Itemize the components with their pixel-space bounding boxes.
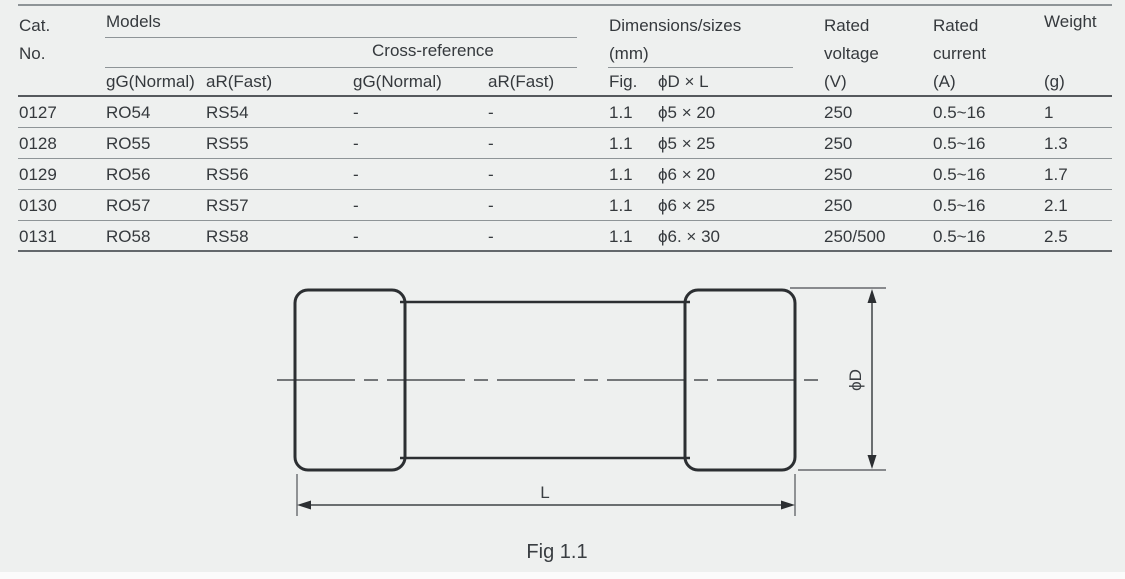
cell-crossref-ar: -: [487, 220, 608, 252]
cell-cat-no: 0127: [18, 96, 105, 128]
cell-weight: 1.7: [1043, 158, 1113, 190]
cell-fig: 1.1: [608, 220, 657, 252]
cell-model-gg: RO57: [105, 189, 205, 221]
diameter-arrow-down-icon: [867, 455, 877, 469]
cell-model-gg: RO56: [105, 158, 205, 190]
cell-weight: 2.5: [1043, 220, 1113, 252]
cell-cat-no: 0129: [18, 158, 105, 190]
table-row: 0131 RO58 RS58 - - 1.1 ϕ6. × 30 250/500 …: [18, 220, 1113, 252]
cell-model-ar: RS57: [205, 189, 352, 221]
table-row: 0127 RO54 RS54 - - 1.1 ϕ5 × 20 250 0.5~1…: [18, 96, 1113, 128]
table-row: 0128 RO55 RS55 - - 1.1 ϕ5 × 25 250 0.5~1…: [18, 127, 1113, 159]
cell-model-ar: RS55: [205, 127, 352, 159]
left-end-cap: [293, 288, 407, 472]
subheader-gg-normal-model: gG(Normal): [105, 68, 205, 97]
cell-model-gg: RO55: [105, 127, 205, 159]
subheader-fig: Fig.: [608, 68, 657, 97]
cell-current: 0.5~16: [932, 220, 1044, 252]
cell-crossref-ar: -: [487, 158, 608, 190]
cell-model-ar: RS58: [205, 220, 352, 252]
header-group-cross-reference: Cross-reference: [352, 38, 608, 68]
header-group-dimensions: Dimensions/sizes(mm): [608, 5, 823, 68]
dimensions-group-underline: [608, 67, 794, 68]
length-arrow-right-icon: [781, 500, 795, 510]
cell-dims: ϕ5 × 25: [657, 127, 824, 159]
subheader-ar-fast-model: aR(Fast): [205, 68, 352, 97]
cell-crossref-gg: -: [352, 158, 487, 190]
cell-crossref-gg: -: [352, 96, 487, 128]
fuse-spec-table: Cat. No. Models Dimensions/sizes(mm) Rate…: [18, 4, 1113, 252]
cell-crossref-gg: -: [352, 189, 487, 221]
cell-current: 0.5~16: [932, 158, 1044, 190]
header-weight: Weight: [1044, 12, 1097, 31]
cell-voltage: 250: [823, 189, 933, 221]
cell-weight: 2.1: [1043, 189, 1113, 221]
cell-voltage: 250: [823, 96, 933, 128]
cell-crossref-ar: -: [487, 96, 608, 128]
figure-caption: Fig 1.1: [526, 541, 587, 563]
subheader-current-unit: (A): [932, 68, 1044, 97]
length-arrow-left-icon: [297, 500, 311, 510]
cell-weight: 1: [1043, 96, 1113, 128]
cell-fig: 1.1: [608, 189, 657, 221]
header-group-models: Models: [105, 5, 608, 38]
cell-current: 0.5~16: [932, 127, 1044, 159]
cell-model-gg: RO58: [105, 220, 205, 252]
cell-crossref-gg: -: [352, 127, 487, 159]
table-row: 0130 RO57 RS57 - - 1.1 ϕ6 × 25 250 0.5~1…: [18, 189, 1113, 221]
header-no: No.: [19, 44, 46, 63]
cell-cat-no: 0130: [18, 189, 105, 221]
cell-cat-no: 0128: [18, 127, 105, 159]
models-group-underline: [105, 36, 577, 38]
right-end-cap: [683, 288, 797, 472]
subheader-weight-unit: (g): [1043, 68, 1113, 97]
cell-dims: ϕ6 × 25: [657, 189, 824, 221]
diameter-arrow-up-icon: [867, 289, 877, 303]
subheader-d-x-l: ϕD × L: [657, 68, 824, 97]
cell-dims: ϕ5 × 20: [657, 96, 824, 128]
cell-fig: 1.1: [608, 96, 657, 128]
page-bottom-margin: [0, 572, 1125, 579]
subheader-gg-normal-crossref: gG(Normal): [352, 68, 487, 97]
cell-voltage: 250/500: [823, 220, 933, 252]
cell-voltage: 250: [823, 127, 933, 159]
cell-crossref-ar: -: [487, 189, 608, 221]
cross-reference-underline: [352, 67, 577, 68]
cell-weight: 1.3: [1043, 127, 1113, 159]
cell-cat-no: 0131: [18, 220, 105, 252]
cell-crossref-gg: -: [352, 220, 487, 252]
subheader-ar-fast-crossref: aR(Fast): [487, 68, 608, 97]
cell-current: 0.5~16: [932, 189, 1044, 221]
cell-dims: ϕ6 × 20: [657, 158, 824, 190]
cell-fig: 1.1: [608, 158, 657, 190]
cell-model-ar: RS54: [205, 96, 352, 128]
header-cat: Cat.: [19, 16, 51, 35]
table-row: 0129 RO56 RS56 - - 1.1 ϕ6 × 20 250 0.5~1…: [18, 158, 1113, 190]
cell-fig: 1.1: [608, 127, 657, 159]
subheader-voltage-unit: (V): [823, 68, 933, 97]
cell-crossref-ar: -: [487, 127, 608, 159]
cell-model-ar: RS56: [205, 158, 352, 190]
header-models-spacer: [105, 38, 352, 68]
cell-model-gg: RO54: [105, 96, 205, 128]
cell-dims: ϕ6. × 30: [657, 220, 824, 252]
cell-voltage: 250: [823, 158, 933, 190]
length-label: L: [540, 483, 549, 502]
diameter-label: ϕD: [846, 369, 865, 391]
header-cat-no: Cat. No.: [18, 5, 105, 97]
cell-current: 0.5~16: [932, 96, 1044, 128]
